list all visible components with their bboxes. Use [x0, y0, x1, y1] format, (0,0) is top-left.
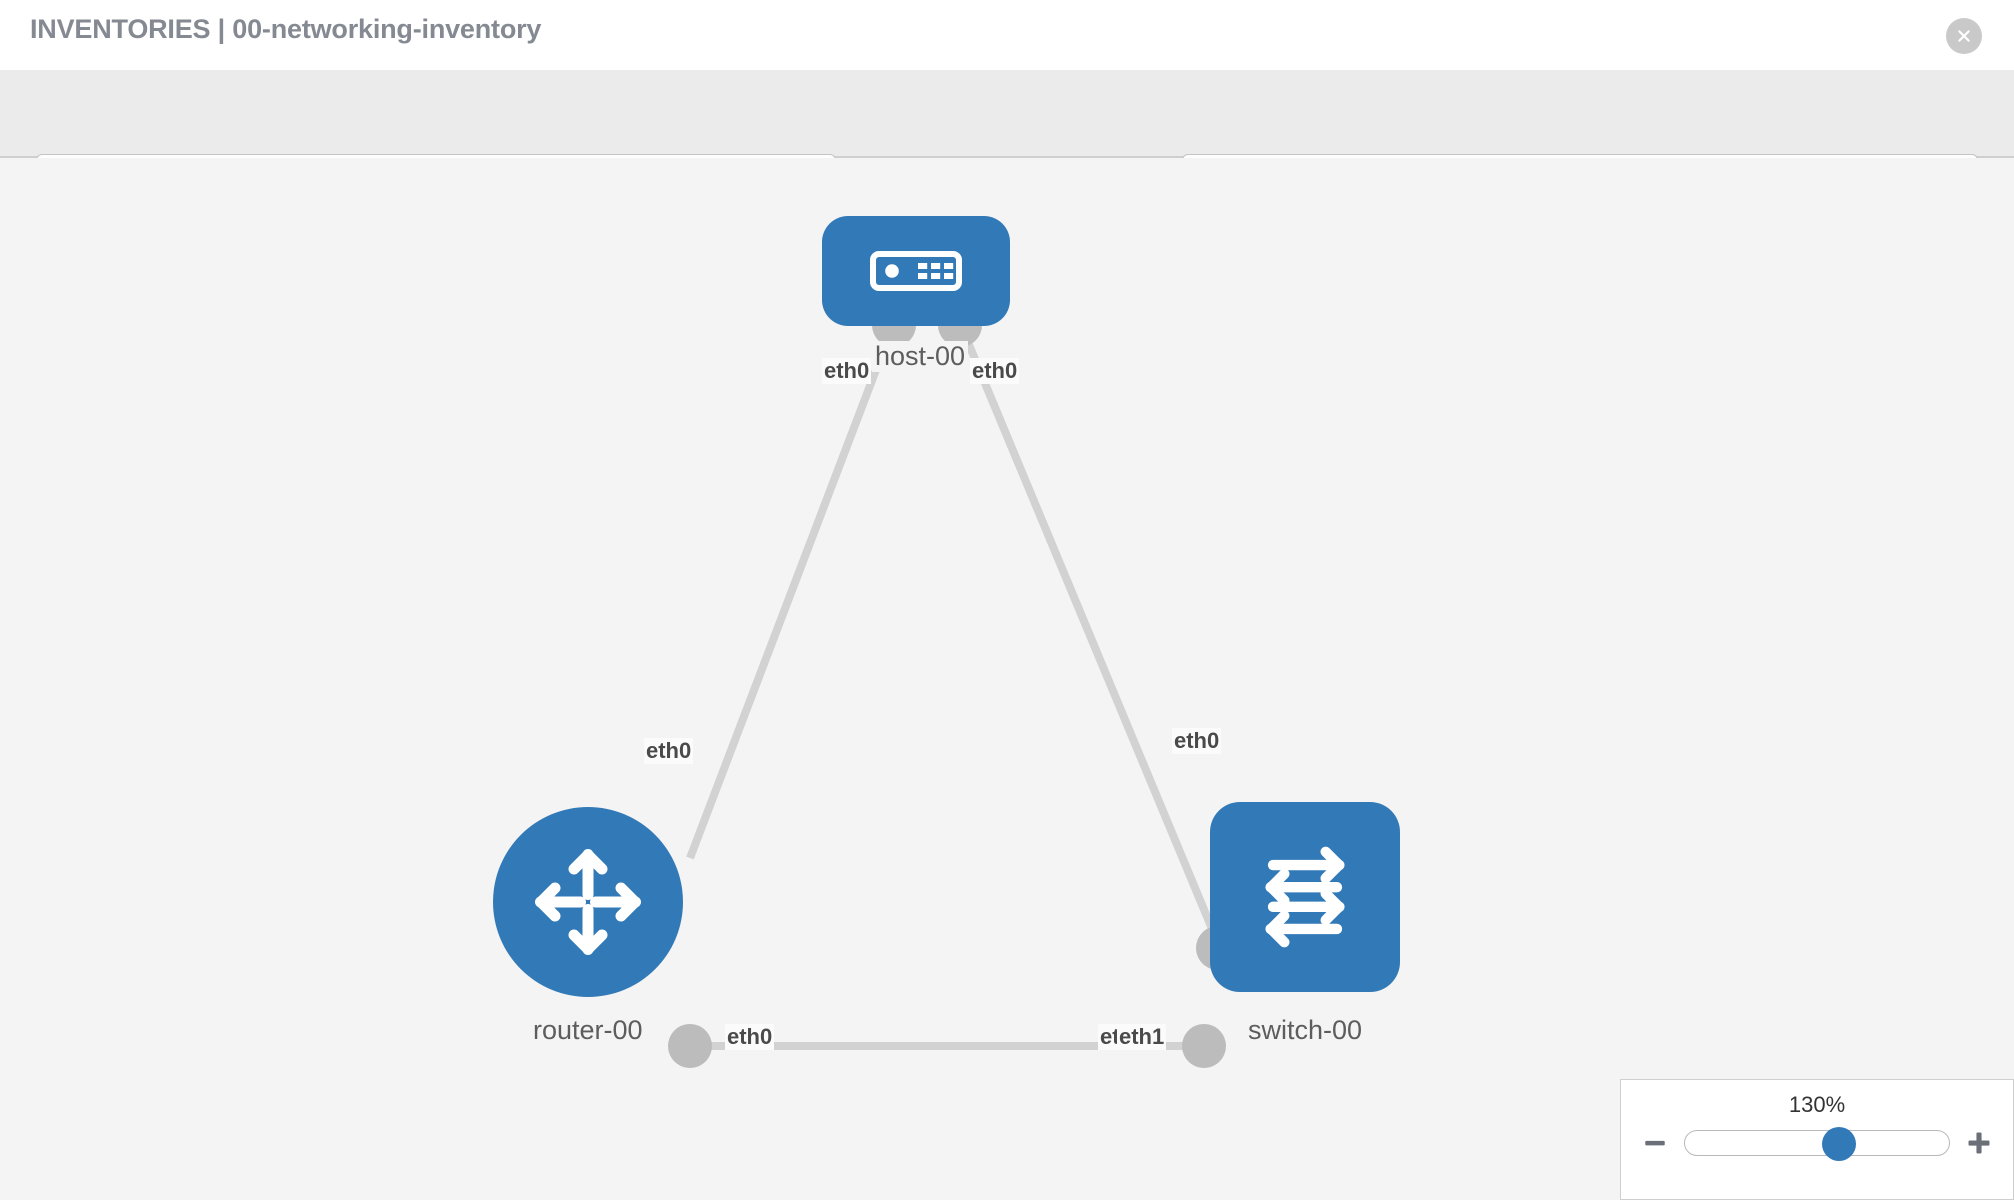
minus-icon: [1645, 1140, 1665, 1146]
node-label-switch-00: switch-00: [1245, 1015, 1366, 1046]
link-host-router[interactable]: [686, 326, 896, 860]
zoom-in-button[interactable]: [1964, 1128, 1994, 1158]
zoom-out-button[interactable]: [1640, 1128, 1670, 1158]
link-host-switch[interactable]: [958, 326, 1224, 950]
interface-label-host-left: eth0: [822, 358, 872, 384]
node-router-00[interactable]: [493, 807, 683, 997]
close-icon[interactable]: [1946, 18, 1982, 54]
zoom-slider-row: [1621, 1127, 2013, 1161]
node-switch-00[interactable]: [1210, 802, 1400, 992]
interface-label-router-right: eth0: [725, 1024, 775, 1050]
interface-label-switch-left-b: eth1: [1117, 1024, 1167, 1050]
server-icon: [870, 251, 962, 291]
switch-arrows-icon: [1265, 846, 1345, 948]
page-header: INVENTORIES | 00-networking-inventory: [0, 0, 2014, 70]
interface-label-router-uplink: eth0: [644, 738, 694, 764]
topology-links: [686, 326, 1224, 1050]
zoom-slider[interactable]: [1684, 1127, 1950, 1161]
port-router-eth0[interactable]: [668, 1024, 712, 1068]
zoom-level-label: 130%: [1788, 1092, 1846, 1117]
interface-label-host-right: eth0: [970, 358, 1020, 384]
router-arrows-icon: [535, 849, 641, 955]
interface-label-switch-uplink: eth0: [1172, 728, 1222, 754]
node-label-router-00: router-00: [530, 1015, 646, 1046]
port-switch-eth1[interactable]: [1182, 1024, 1226, 1068]
topology-canvas[interactable]: host-00 router-00: [0, 158, 2014, 1200]
zoom-slider-thumb[interactable]: [1822, 1127, 1857, 1161]
node-host-00[interactable]: [822, 216, 1010, 326]
node-label-host-00: host-00: [872, 341, 969, 372]
close-x-glyph: [1958, 30, 1970, 42]
toolbar: ACTIONS SEARCH: [0, 70, 2014, 206]
zoom-control-panel: 130%: [1620, 1079, 2014, 1200]
plus-icon: [1968, 1132, 1990, 1154]
page-title: INVENTORIES | 00-networking-inventory: [30, 14, 542, 44]
